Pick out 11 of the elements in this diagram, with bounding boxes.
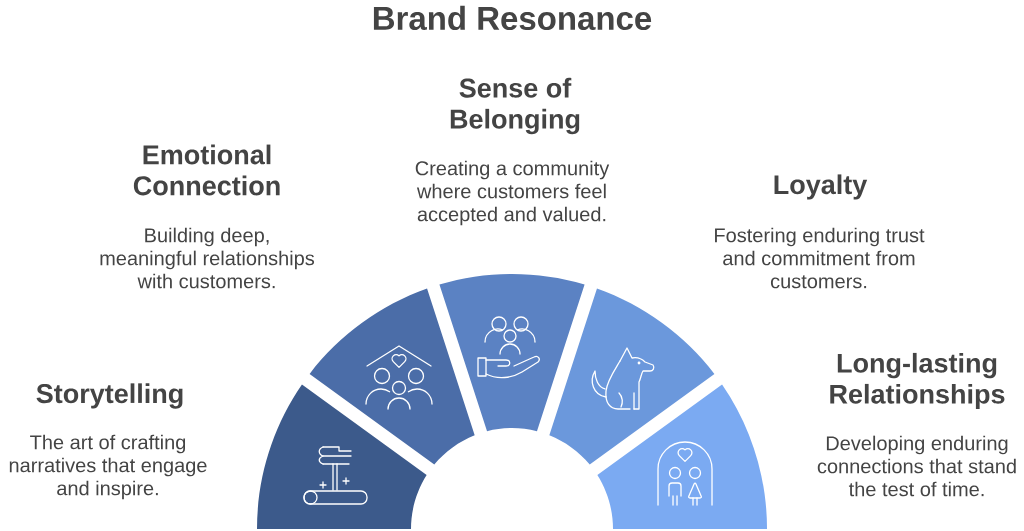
heading: Loyalty <box>774 174 868 200</box>
heading: Storytelling <box>36 383 183 409</box>
heading: Emotional Connection <box>133 144 280 196</box>
heading: Long-lasting Relationships <box>830 352 1005 410</box>
description: Fostering enduring trust and commitment from customers. <box>715 227 925 289</box>
description: Creating a community where customers feel accepted and valued. <box>415 160 610 226</box>
heading: Sense of Belonging <box>450 77 580 135</box>
description: The art of crafting narratives that engage and inspire. <box>9 434 207 500</box>
title: Brand Resonance <box>373 5 652 31</box>
description: Building deep, meaningful relationships with customers. <box>100 227 315 289</box>
description: Developing enduring connections that stand the test of time. <box>817 435 1016 497</box>
